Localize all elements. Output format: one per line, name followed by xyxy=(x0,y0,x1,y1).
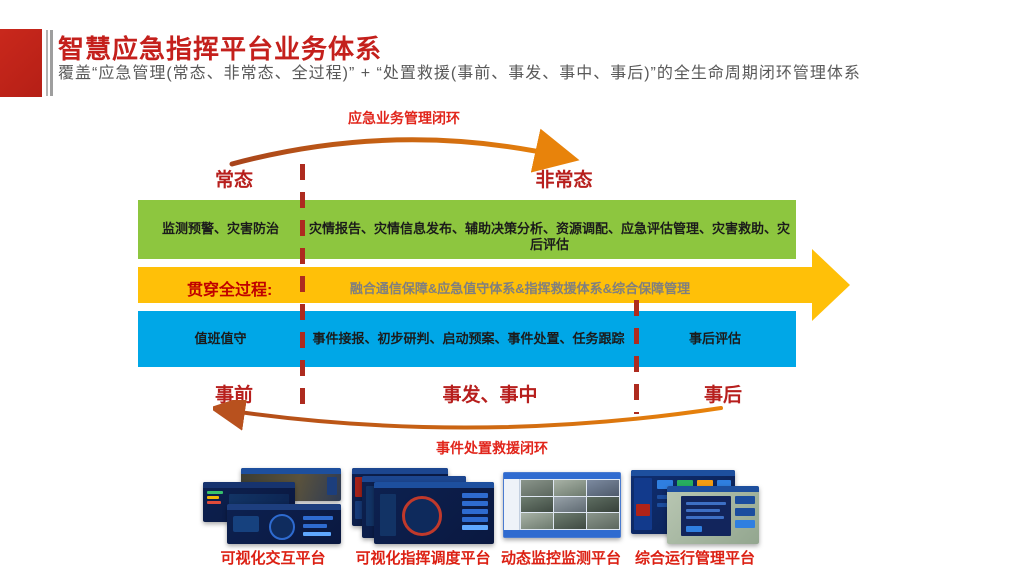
bottom-loop-caption: 事件处置救援闭环 xyxy=(436,440,548,456)
top-loop-caption: 应急业务管理闭环 xyxy=(348,110,460,126)
platform-4-label: 综合运行管理平台 xyxy=(634,550,755,567)
phase-label-normal: 常态 xyxy=(214,170,253,191)
page-subtitle: 覆盖“应急管理(常态、非常态、全过程)” + “处置救援(事前、事发、事中、事后… xyxy=(58,65,861,82)
screen-video-wall xyxy=(503,472,621,538)
full-process-content: 融合通信保障&应急值守体系&指挥救援体系&综合保障管理 xyxy=(349,281,691,296)
phase-divider-left xyxy=(300,164,305,408)
green-cell-response-tasks: 灾情报告、灾情信息发布、辅助决策分析、资源调配、应急评估管理、灾害救助、灾后评估 xyxy=(308,221,790,252)
screen-ops-dialog xyxy=(667,486,759,544)
title-divider xyxy=(50,30,53,96)
platform-1-label: 可视化交互平台 xyxy=(220,550,326,567)
phase-label-abnormal: 非常态 xyxy=(535,170,593,191)
title-divider xyxy=(46,30,48,96)
bottom-loop-arrow-icon xyxy=(213,400,723,431)
platform-2-thumbnail xyxy=(350,468,496,546)
top-loop-arrow-icon xyxy=(229,128,580,173)
bar-disposal-rescue: 值班值守 事件接报、初步研判、启动预案、事件处置、任务跟踪 事后评估 xyxy=(138,311,796,367)
full-process-label: 贯穿全过程: xyxy=(187,282,273,299)
phase-divider-right xyxy=(634,300,639,414)
bar-full-process: 贯穿全过程: 融合通信保障&应急值守体系&指挥救援体系&综合保障管理 xyxy=(138,267,812,303)
blue-cell-duty: 值班值守 xyxy=(194,331,247,346)
page-title: 智慧应急指挥平台业务体系 xyxy=(58,34,383,64)
blue-cell-post-evaluation: 事后评估 xyxy=(688,331,741,346)
arrow-head-icon xyxy=(812,249,850,321)
platform-2-label: 可视化指挥调度平台 xyxy=(355,550,491,567)
bar-emergency-management: 监测预警、灾害防治 灾情报告、灾情信息发布、辅助决策分析、资源调配、应急评估管理… xyxy=(138,200,796,259)
screen-analytics xyxy=(227,504,341,544)
screen-command-3 xyxy=(374,482,494,544)
platform-3-label: 动态监控监测平台 xyxy=(500,550,621,567)
platform-4-thumbnail xyxy=(631,468,759,546)
phase-label-during: 事发、事中 xyxy=(442,385,538,406)
blue-cell-incident-handling: 事件接报、初步研判、启动预案、事件处置、任务跟踪 xyxy=(312,331,625,346)
green-cell-monitoring: 监测预警、灾害防治 xyxy=(161,221,279,236)
platform-3-thumbnail xyxy=(501,468,621,546)
platform-1-thumbnail xyxy=(203,468,343,546)
phase-label-after: 事后 xyxy=(703,385,742,406)
slide-accent-block xyxy=(0,29,42,97)
